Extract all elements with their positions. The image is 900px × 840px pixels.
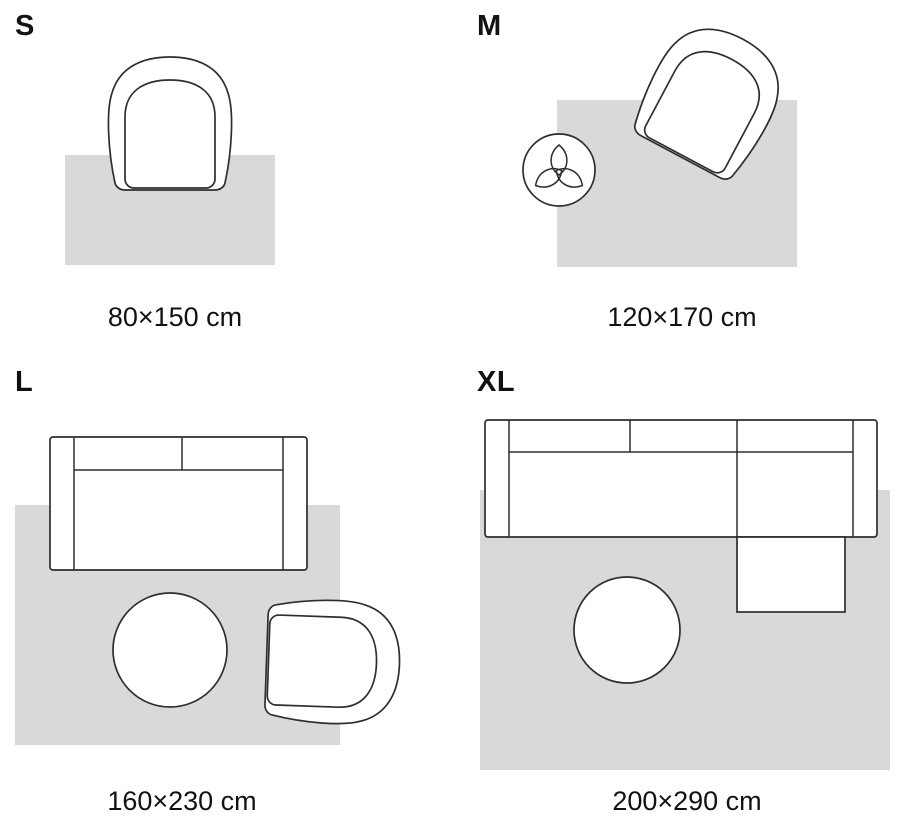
armchair-icon bbox=[107, 56, 233, 191]
dimension-m: 120×170 cm bbox=[607, 302, 757, 332]
size-label-s: S bbox=[15, 10, 35, 42]
size-label-m: M bbox=[477, 10, 502, 42]
coffee-table-icon bbox=[112, 592, 228, 708]
diagram-s bbox=[65, 56, 275, 265]
dimension-s: 80×150 cm bbox=[107, 302, 243, 332]
dimension-xl: 200×290 cm bbox=[612, 786, 762, 816]
size-label-l: L bbox=[15, 366, 34, 398]
coffee-table-icon bbox=[573, 576, 681, 684]
dimension-l: 160×230 cm bbox=[107, 786, 257, 816]
plant-icon bbox=[522, 133, 596, 207]
armchair-icon bbox=[263, 597, 403, 727]
sofa-icon bbox=[49, 436, 308, 571]
diagram-xl bbox=[480, 419, 890, 770]
diagram-l bbox=[15, 436, 403, 745]
size-label-xl: XL bbox=[477, 366, 516, 398]
diagram-m bbox=[522, 10, 798, 267]
corner-sofa-icon bbox=[484, 419, 878, 613]
